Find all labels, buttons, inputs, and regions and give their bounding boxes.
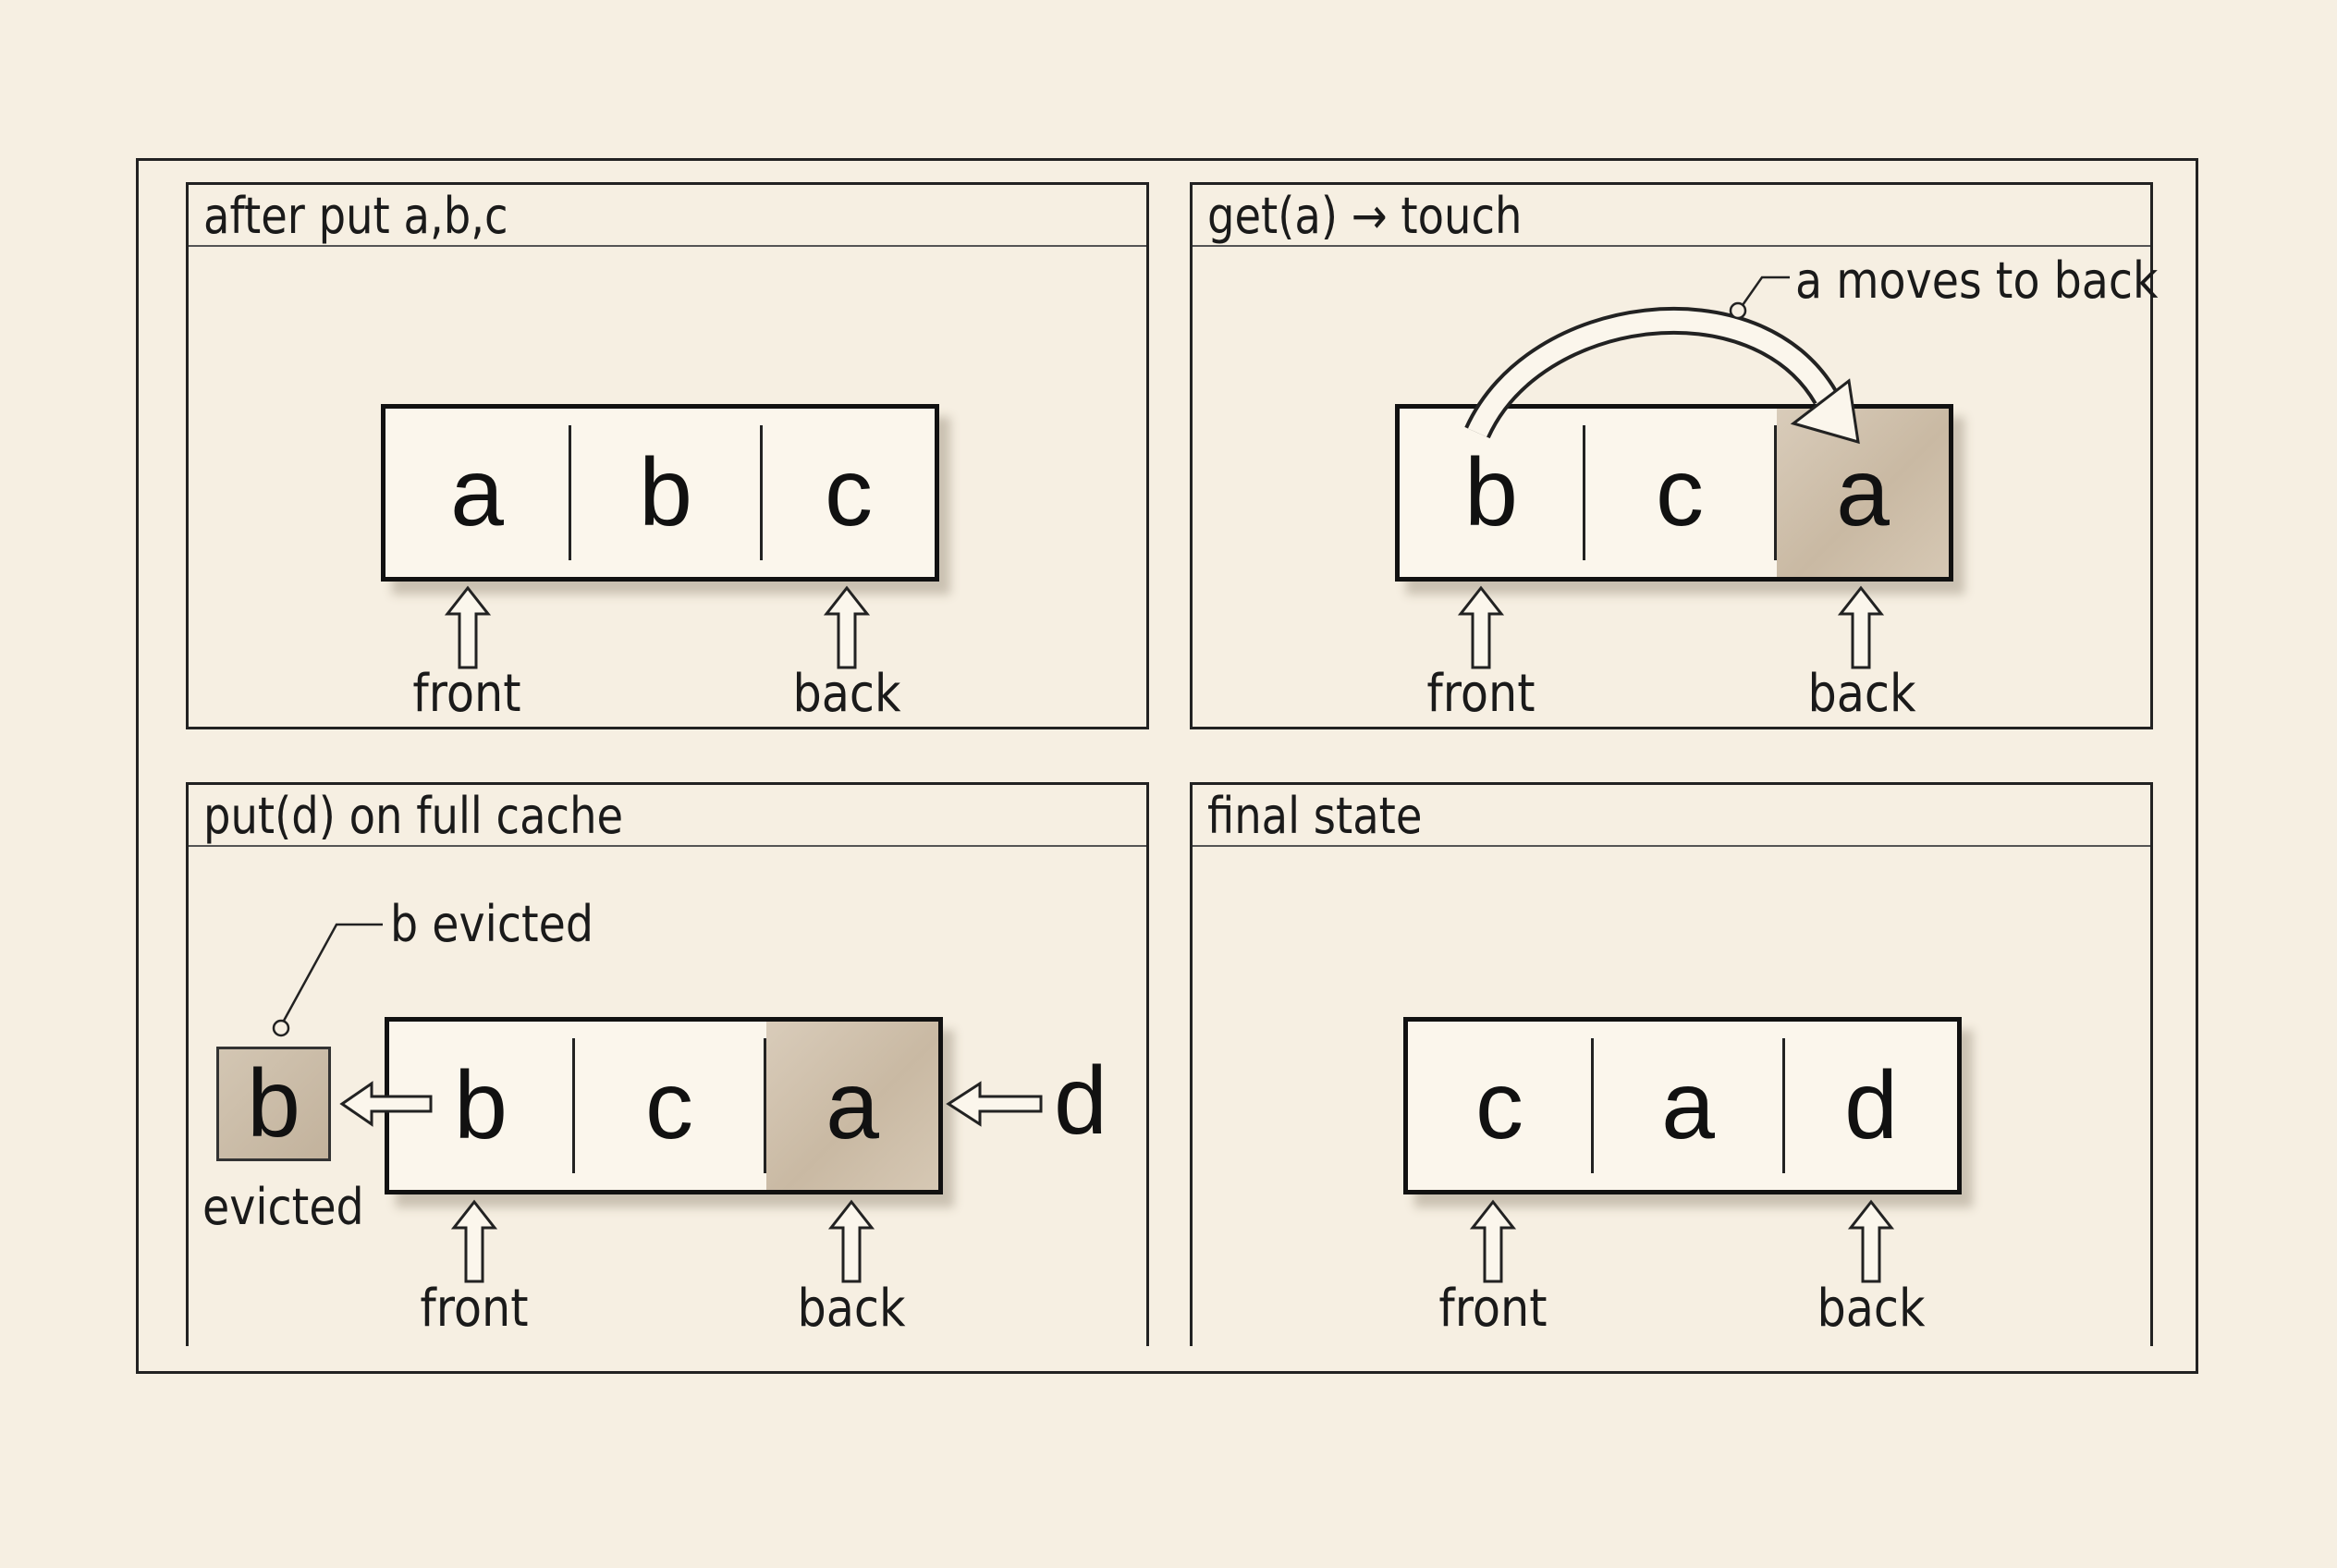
panel-title: after put a,b,c: [203, 187, 508, 245]
panel-header: get(a) → touch: [1193, 185, 2150, 247]
back-label: back: [792, 664, 901, 724]
queue-cell: b: [454, 1051, 508, 1159]
panel-title: final state: [1207, 787, 1423, 845]
front-label: front: [1426, 664, 1536, 724]
diagram-frame: [136, 158, 2198, 1374]
insert-arrow: [946, 1081, 1043, 1127]
queue-box: c a d: [1403, 1017, 1962, 1194]
evict-arrow: [339, 1081, 433, 1127]
cell-divider: [1782, 1038, 1785, 1173]
queue-cell: b: [1464, 438, 1518, 546]
back-label: back: [797, 1279, 906, 1339]
panel-after-put: after put a,b,c: [186, 182, 1149, 729]
cell-divider: [764, 1038, 766, 1173]
panel-title: put(d) on full cache: [203, 787, 624, 845]
cell-divider: [1591, 1038, 1594, 1173]
annotation-leader: [1729, 276, 1790, 320]
cell-divider: [572, 1038, 575, 1173]
evicted-label: evicted: [202, 1178, 364, 1236]
front-pointer-arrow: [1471, 1200, 1515, 1283]
back-label: back: [1807, 664, 1916, 724]
cell-divider: [569, 425, 571, 560]
panel-header: final state: [1193, 785, 2150, 847]
cell-divider: [1583, 425, 1585, 560]
cell-divider: [1774, 425, 1777, 560]
front-label: front: [1438, 1279, 1548, 1339]
back-pointer-arrow: [1849, 1200, 1893, 1283]
queue-box: b c a: [385, 1017, 943, 1194]
annotation-b-evicted: b evicted: [390, 895, 593, 953]
queue-cell-touched: a: [766, 1022, 938, 1190]
panel-title: get(a) → touch: [1207, 187, 1523, 245]
annotation-leader: [272, 923, 383, 1037]
front-label: front: [412, 664, 521, 724]
cell-divider: [760, 425, 763, 560]
front-pointer-arrow: [446, 586, 490, 669]
panel-final-state: final state: [1190, 782, 2153, 1346]
panel-get-touch: get(a) → touch: [1190, 182, 2153, 729]
evicted-item-box: b: [216, 1047, 331, 1161]
queue-box: a b c: [381, 404, 939, 582]
annotation-a-moves: a moves to back: [1795, 251, 2159, 310]
queue-cell: c: [1656, 438, 1704, 546]
queue-cell: b: [639, 438, 692, 546]
back-pointer-arrow: [829, 1200, 874, 1283]
queue-cell: a: [1661, 1051, 1715, 1159]
incoming-item: d: [1054, 1047, 1107, 1155]
front-pointer-arrow: [1459, 586, 1503, 669]
back-pointer-arrow: [1839, 586, 1883, 669]
panel-header: after put a,b,c: [189, 185, 1146, 247]
panel-header: put(d) on full cache: [189, 785, 1146, 847]
queue-cell: c: [1475, 1051, 1523, 1159]
queue-cell: a: [450, 438, 504, 546]
back-pointer-arrow: [825, 586, 869, 669]
front-pointer-arrow: [452, 1200, 496, 1283]
move-to-back-arrow: [1464, 307, 1860, 445]
queue-cell: d: [1844, 1051, 1898, 1159]
front-label: front: [420, 1279, 529, 1339]
queue-cell-touched: a: [1777, 409, 1949, 577]
queue-cell: c: [825, 438, 873, 546]
panel-put-full-cache: put(d) on full cache: [186, 782, 1149, 1346]
back-label: back: [1817, 1279, 1926, 1339]
queue-cell: c: [645, 1051, 693, 1159]
